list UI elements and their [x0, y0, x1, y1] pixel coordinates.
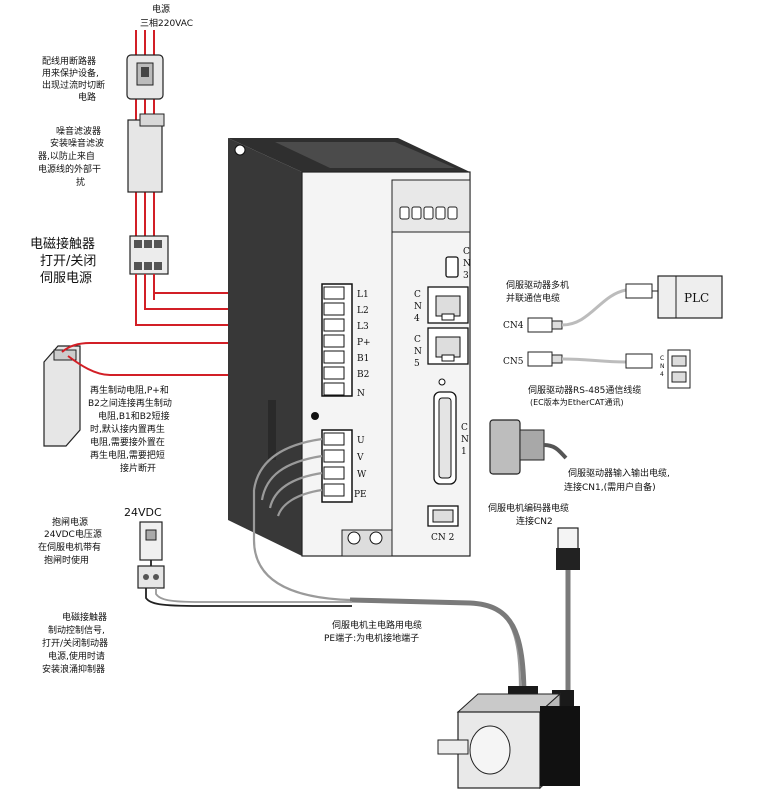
cn1-port — [433, 391, 457, 485]
term-pplus: P+ — [357, 338, 371, 348]
label-regen-3: 电阻,B1和B2短接 — [98, 410, 170, 422]
label-main-1: 伺服电机主电路用电缆 — [332, 619, 422, 631]
label-enc-2: 连接CN2 — [516, 515, 553, 527]
term-u: U — [357, 436, 365, 446]
label-filter-4: 电源线的外部干 — [38, 163, 101, 175]
encoder-cable — [556, 527, 580, 700]
label-brake-2: 24VDC电压源 — [44, 528, 102, 540]
cn3-port — [445, 256, 459, 278]
label-filter-3: 器,以防止来自 — [38, 150, 95, 162]
label-regen-4: 时,默认接内置再生 — [90, 423, 165, 435]
motor-cable-sheath — [349, 597, 527, 701]
cn4-label-4: 4 — [414, 314, 420, 324]
term-b2: B2 — [357, 370, 369, 380]
label-breaker-3: 出现过流时切断 — [42, 79, 105, 91]
label-power-title: 电源 — [152, 3, 170, 15]
label-contactor-3: 伺服电源 — [40, 271, 92, 286]
label-cn4-ext: CN4 — [503, 321, 524, 331]
label-rs485-1: 伺服驱动器RS-485通信线缆 — [528, 384, 641, 396]
cn4-port — [427, 286, 469, 324]
term-v: V — [356, 453, 364, 463]
plc-box — [657, 275, 723, 319]
cn1-label-1: 1 — [461, 447, 467, 457]
cn3-label-3: 3 — [463, 271, 469, 281]
cn2-label: CN 2 — [431, 533, 454, 543]
io-cable-connector — [489, 419, 568, 475]
cn5-label-n: N — [414, 347, 422, 357]
cn3-label-c: C — [463, 247, 470, 257]
label-enc-1: 伺服电机编码器电缆 — [488, 502, 569, 514]
servo-drive: L1 L2 L3 P+ B1 B2 N U V W PE — [228, 138, 471, 557]
label-filter-2: 安装噪音滤波 — [50, 137, 104, 149]
cn1-label-c: C — [461, 423, 468, 433]
label-brake-3: 在伺服电机带有 — [38, 541, 101, 553]
cn1-label-n: N — [461, 435, 469, 445]
label-filter-1: 噪音滤波器 — [56, 125, 101, 137]
label-brake-4: 抱闸时使用 — [44, 554, 89, 566]
circuit-breaker — [126, 54, 164, 100]
label-io-1: 伺服驱动器输入输出电缆, — [568, 467, 670, 479]
label-regen-7: 接片断开 — [120, 462, 156, 474]
label-regen-2: B2之间连接再生制动 — [88, 397, 172, 409]
label-contactor-2: 打开/关闭 — [40, 254, 96, 269]
rs485-cn4-mark: C — [660, 355, 664, 362]
cn5-label-5: 5 — [414, 359, 420, 369]
label-breaker-1: 配线用断路器 — [42, 55, 96, 67]
term-n: N — [357, 389, 365, 399]
plc-label: PLC — [684, 291, 709, 305]
label-brakesig-4: 电源,使用时请 — [48, 650, 105, 662]
cn2-port — [427, 505, 459, 527]
label-io-2: 连接CN1,(需用户自备) — [564, 481, 656, 493]
label-brakesig-1: 电磁接触器 — [62, 611, 107, 623]
magnetic-contactor — [129, 235, 169, 275]
brake-power-supply — [137, 521, 165, 589]
cn3-label-n: N — [463, 259, 471, 269]
cn4-label-n: N — [414, 302, 422, 312]
label-multi-1: 伺服驱动器多机 — [506, 279, 569, 291]
brake-wires — [145, 560, 352, 607]
label-24vdc: 24VDC — [124, 506, 162, 519]
term-l2: L2 — [357, 306, 369, 316]
term-l3: L3 — [357, 322, 369, 332]
servo-motor — [437, 686, 580, 790]
label-regen-5: 电阻,需要接外置在 — [90, 436, 165, 448]
rs485-cn4-mark-2: N — [660, 363, 665, 370]
term-l1: L1 — [357, 290, 369, 300]
label-breaker-2: 用来保护设备, — [42, 67, 99, 79]
cn5-label-c: C — [414, 335, 421, 345]
noise-filter — [127, 113, 165, 193]
motor-terminal-block — [321, 429, 353, 503]
label-rs485-2: (EC版本为EtherCAT通讯) — [530, 397, 624, 407]
label-breaker-4: 电路 — [78, 91, 96, 103]
seven-segment-display — [399, 206, 458, 220]
regen-wires — [61, 342, 330, 376]
label-main-2: PE端子:为电机接地端子 — [324, 632, 419, 644]
power-terminal-block — [321, 283, 353, 397]
label-brakesig-2: 制动控制信号, — [48, 624, 105, 636]
label-brakesig-3: 打开/关闭制动器 — [42, 637, 108, 649]
cn4-label-c: C — [414, 290, 421, 300]
label-brakesig-5: 安装浪涌抑制器 — [42, 663, 105, 675]
term-b1: B1 — [357, 354, 369, 364]
term-w: W — [357, 470, 367, 480]
label-brake-1: 抱闸电源 — [52, 516, 88, 528]
label-filter-5: 扰 — [76, 176, 85, 188]
label-cn5-ext: CN5 — [503, 357, 524, 367]
term-pe: PE — [354, 490, 367, 500]
label-regen-6: 再生电阻,需要把短 — [90, 449, 165, 461]
label-multi-2: 并联通信电缆 — [506, 292, 560, 304]
label-power-spec: 三相220VAC — [140, 17, 193, 29]
multi-drive-cable — [527, 283, 658, 333]
cn5-port — [427, 327, 469, 365]
rs485-cn4-mark-3: 4 — [660, 371, 664, 378]
label-contactor-1: 电磁接触器 — [30, 236, 95, 252]
rs485-cable — [527, 349, 691, 389]
label-regen-1: 再生制动电阻,P+和 — [90, 384, 169, 396]
